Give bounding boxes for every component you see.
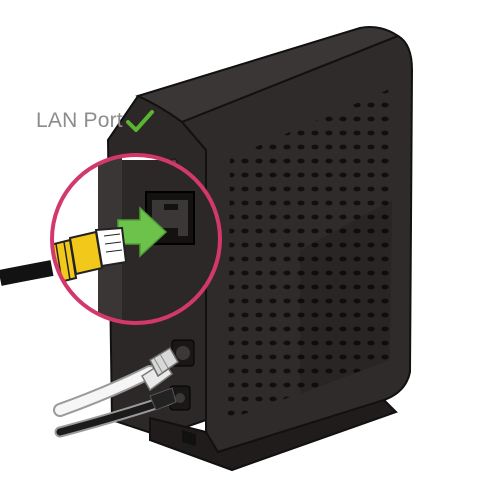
checkmark-icon xyxy=(126,110,154,132)
magnifier-ring xyxy=(50,153,222,325)
router-vent-grille xyxy=(228,88,392,420)
power-port xyxy=(169,385,191,411)
lan-port-label: LAN Port xyxy=(36,109,123,132)
coax-connector-icon xyxy=(53,346,179,417)
lan-port-magnifier xyxy=(0,153,222,325)
power-cable-icon xyxy=(54,387,177,438)
coax-port xyxy=(171,339,195,367)
router-base xyxy=(149,398,398,472)
